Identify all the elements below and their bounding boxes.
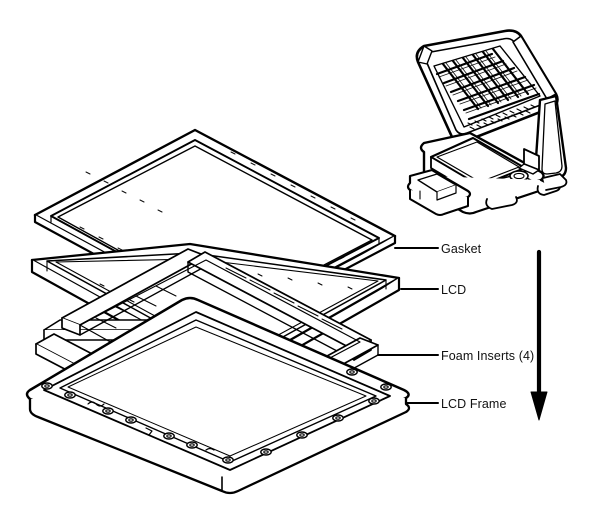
label-foam-inserts: Foam Inserts (4) <box>441 349 535 363</box>
label-lcd: LCD <box>441 283 467 297</box>
label-lcd-frame: LCD Frame <box>441 397 507 411</box>
device-stand-feet <box>485 173 568 210</box>
device-lid <box>415 29 559 144</box>
part-lcd-frame <box>25 296 411 495</box>
device-front-dock <box>406 168 472 216</box>
leader-lines <box>377 247 439 404</box>
label-gasket: Gasket <box>441 242 482 256</box>
assembly-direction-arrow <box>530 249 548 421</box>
